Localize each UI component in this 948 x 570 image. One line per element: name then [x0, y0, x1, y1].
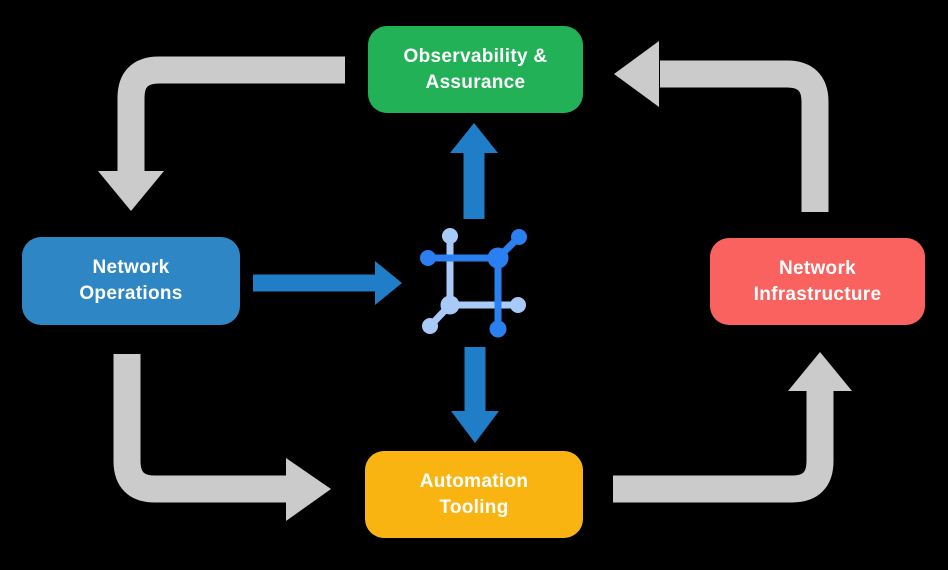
icon-junction-dot: [487, 247, 509, 269]
icon-node-dot: [489, 320, 507, 338]
flow-arrow-head: [450, 123, 498, 153]
icon-junction-dot: [440, 295, 460, 315]
flow-arrow-center-to-automation: [451, 347, 499, 443]
cycle-arrow-head: [98, 171, 164, 211]
icon-node-dot: [442, 228, 458, 244]
cycle-arrow-shaft: [117, 56, 345, 172]
cycle-arrow-head: [788, 352, 852, 391]
network-automation-icon-dark-parts: [420, 229, 527, 338]
flow-arrow-head: [375, 261, 402, 305]
icon-node-dot: [420, 250, 436, 266]
node-automation-tooling: Automation Tooling: [365, 451, 583, 538]
cycle-arrow-operations-to-automation: [113, 354, 331, 521]
cycle-arrow-observability-to-operations: [98, 56, 345, 211]
cycle-arrow-infrastructure-to-observability: [614, 41, 829, 212]
flow-arrow-operations-to-center: [253, 261, 402, 305]
cycle-arrow-shaft: [660, 60, 829, 212]
cycle-arrow-head: [614, 41, 659, 107]
flow-arrow-head: [451, 411, 499, 443]
icon-node-dot: [511, 229, 527, 245]
network-automation-icon: [420, 228, 527, 338]
cycle-arrow-head: [286, 458, 331, 521]
network-automation-icon-light-parts: [422, 228, 526, 334]
cycle-arrow-shaft: [113, 354, 287, 503]
node-observability-assurance: Observability & Assurance: [368, 26, 583, 113]
node-network-operations: Network Operations: [22, 237, 240, 325]
flow-arrow-center-to-observability: [450, 123, 498, 219]
cycle-arrow-automation-to-infrastructure: [613, 352, 852, 503]
node-network-infrastructure: Network Infrastructure: [710, 238, 925, 325]
icon-node-dot: [422, 318, 438, 334]
cycle-arrow-shaft: [613, 390, 834, 503]
icon-node-dot: [510, 297, 526, 313]
